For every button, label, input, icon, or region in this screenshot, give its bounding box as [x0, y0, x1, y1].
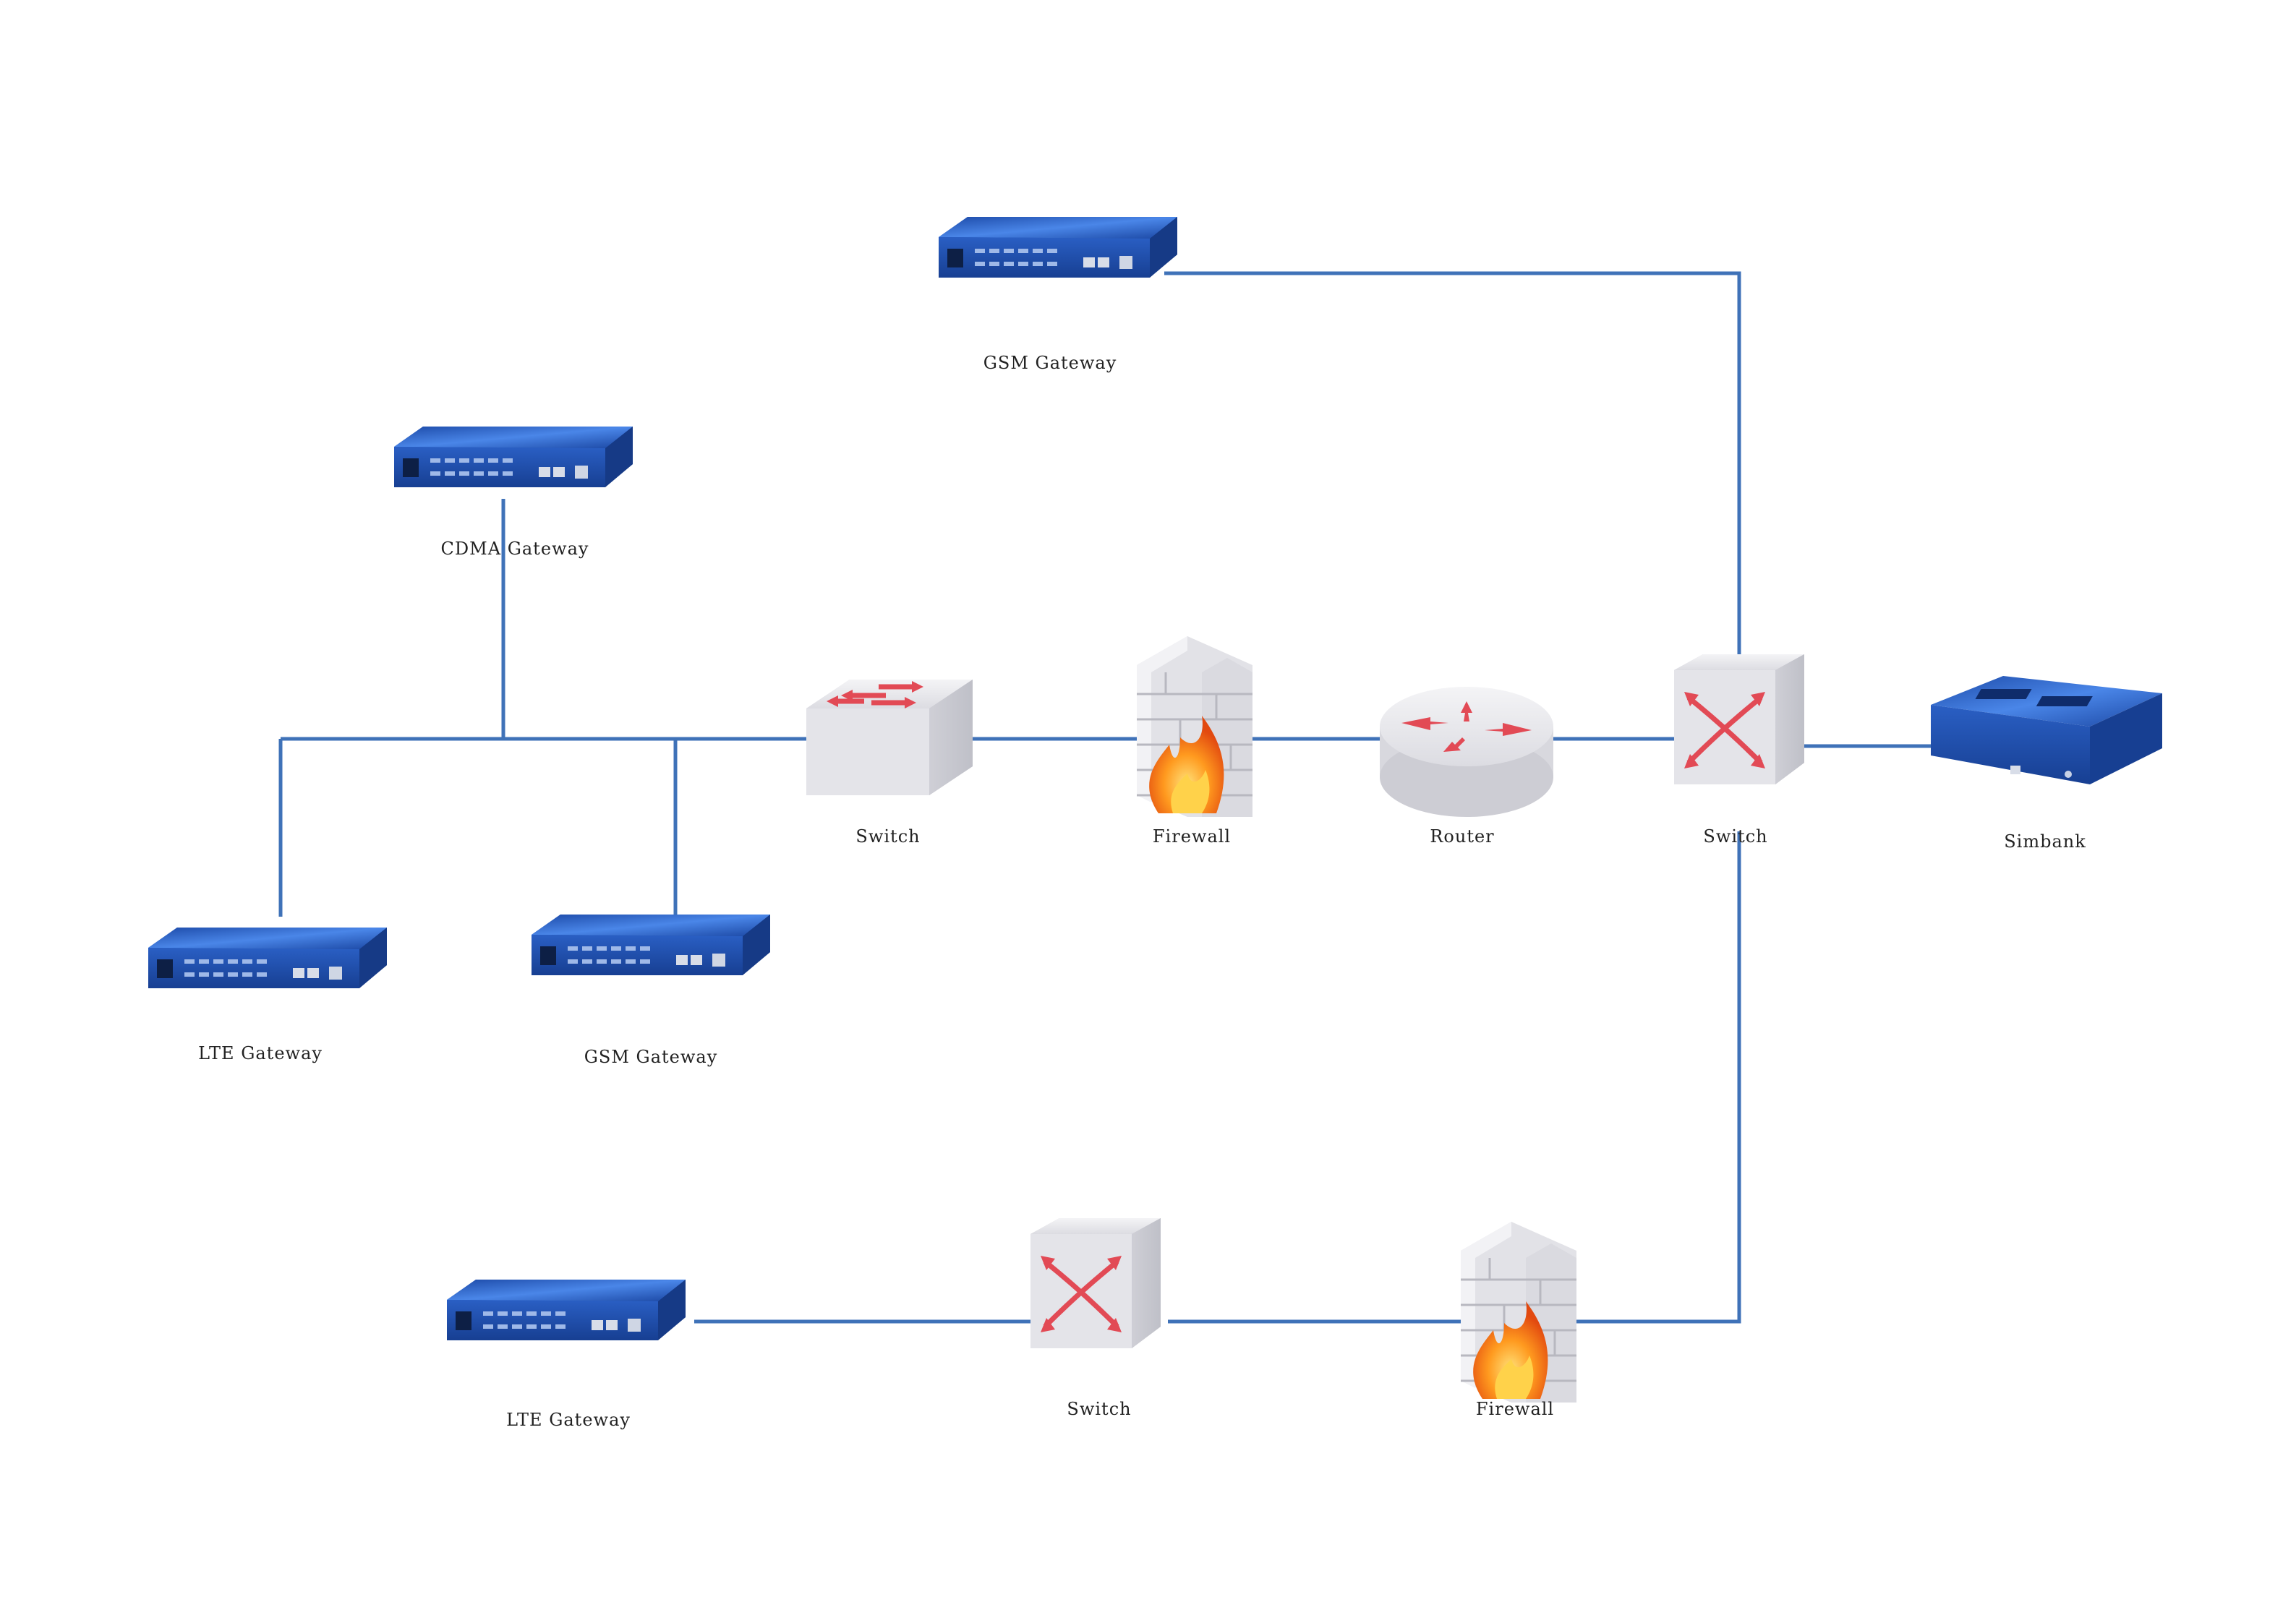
switch-right-icon[interactable]: [1674, 654, 1804, 784]
link-gsm-top-switch-right: [1164, 271, 1741, 669]
label-switch-right: Switch: [1703, 826, 1768, 847]
firewall-center-icon[interactable]: [1135, 635, 1254, 818]
label-gsm-gateway-left: GSM Gateway: [584, 1047, 718, 1067]
lte-gateway-bottom-device[interactable]: [447, 1280, 686, 1340]
router-icon[interactable]: [1380, 687, 1553, 817]
gsm-gateway-top-device[interactable]: [939, 217, 1177, 278]
label-lte-gateway-bottom: LTE Gateway: [506, 1410, 631, 1430]
label-switch-center: Switch: [855, 826, 921, 847]
label-router: Router: [1430, 826, 1495, 847]
label-gsm-gateway-top: GSM Gateway: [983, 353, 1117, 373]
label-switch-bottom: Switch: [1067, 1399, 1132, 1419]
link-switch-right-firewall-bottom: [1573, 831, 1741, 1324]
label-firewall-center: Firewall: [1152, 826, 1232, 847]
lte-gateway-left-device[interactable]: [148, 928, 387, 988]
cdma-gateway-device[interactable]: [394, 427, 633, 487]
label-lte-gateway-left: LTE Gateway: [198, 1043, 323, 1063]
links: [278, 271, 1931, 1324]
label-firewall-bottom: Firewall: [1475, 1399, 1555, 1419]
firewall-bottom-icon[interactable]: [1459, 1220, 1578, 1404]
switch-bottom-icon[interactable]: [1030, 1218, 1161, 1348]
switch-center-icon[interactable]: [806, 680, 973, 795]
simbank-device[interactable]: [1931, 676, 2162, 784]
label-simbank: Simbank: [2004, 831, 2086, 852]
gsm-gateway-left-device[interactable]: [532, 915, 770, 975]
label-cdma-gateway: CDMA Gateway: [440, 539, 589, 559]
